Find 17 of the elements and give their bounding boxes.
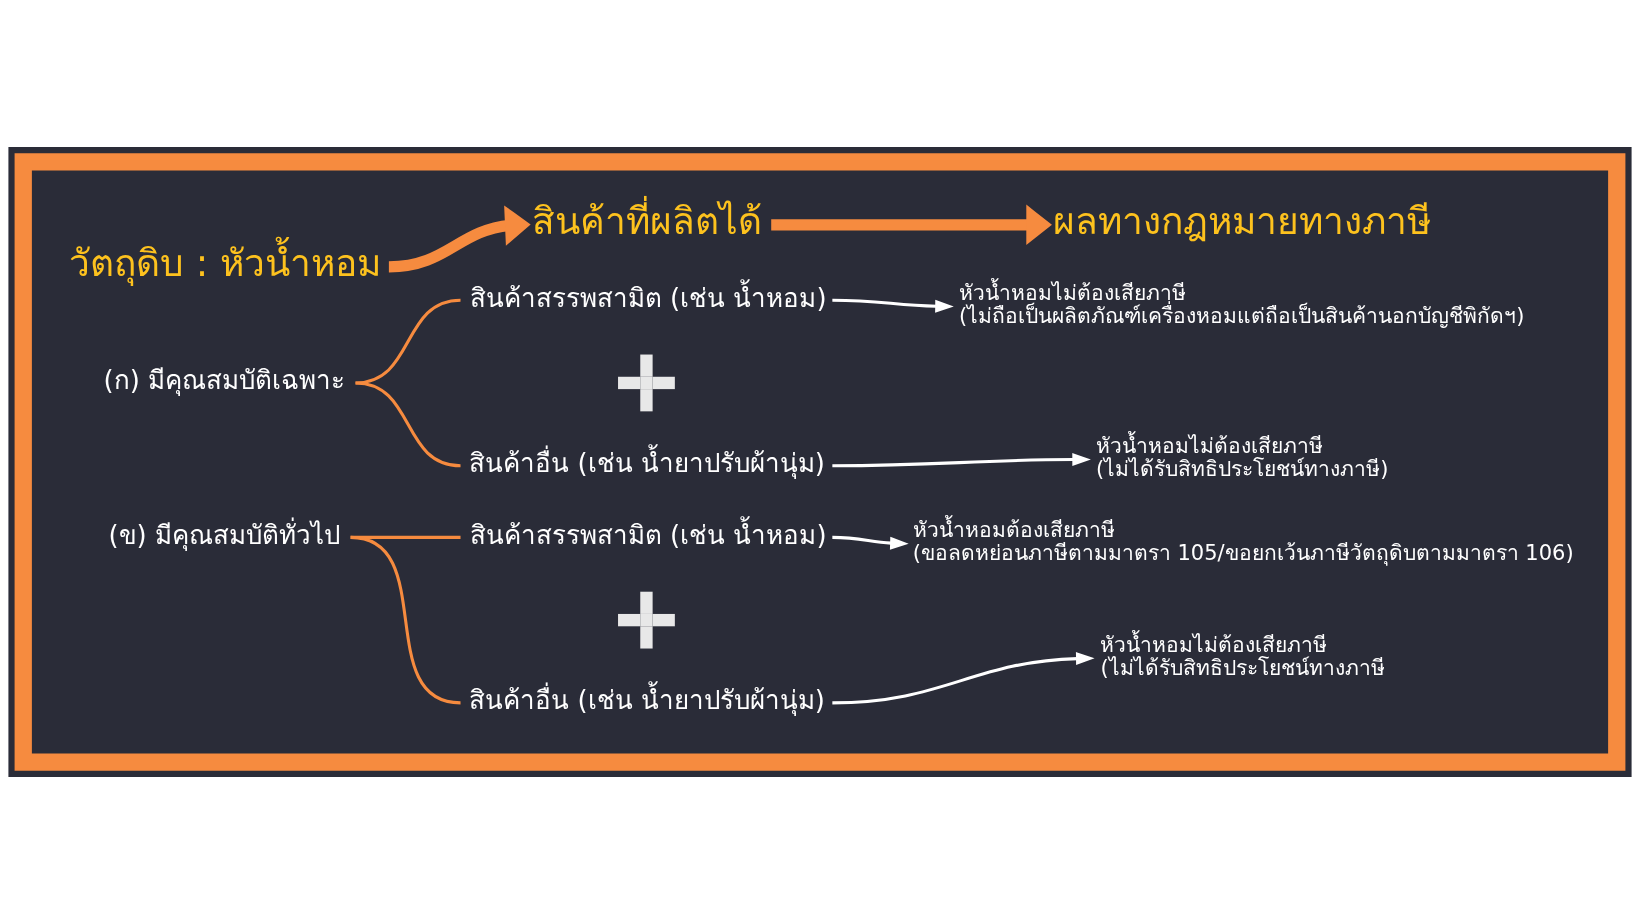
- connector: [350, 535, 461, 705]
- arrow: [771, 204, 1052, 246]
- node-text: ผลทางกฎหมายทางภาษี: [1053, 200, 1432, 244]
- arrow: [832, 535, 909, 550]
- node-text: (ข) มีคุณสมบัติทั่วไป: [108, 519, 340, 550]
- connector: [355, 298, 461, 385]
- cluster: [14, 153, 1626, 771]
- node-text: หัวน้ำหอมต้องเสียภาษี (ขอลดหย่อนภาษีตามมาตรา 105/ขอยกเว้นภาษีวัตถุดิบตามมาตรา 106): [912, 517, 1574, 566]
- arrow: [388, 205, 531, 273]
- arrow: [832, 453, 1091, 468]
- connector: [355, 381, 461, 468]
- node-text: หัวน้ำหอมไม่ต้องเสียภาษี (ไม่ได้รับสิทธิประโยชน์ทางภาษี): [1096, 433, 1389, 482]
- node-text: หัวน้ำหอมไม่ต้องเสียภาษี (ไม่ได้รับสิทธิประโยชน์ทางภาษี: [1100, 632, 1385, 681]
- node-text: (ก) มีคุณสมบัติเฉพาะ: [103, 365, 346, 396]
- node-text: หัวน้ำหอมไม่ต้องเสียภาษี (ไม่ถือเป็นผลิตภัณฑ์เครื่องหอมแต่ถือเป็นสินค้านอกบัญชีพิกัดฯ): [958, 280, 1525, 329]
- arrow: [832, 652, 1095, 705]
- arrow: [832, 298, 954, 313]
